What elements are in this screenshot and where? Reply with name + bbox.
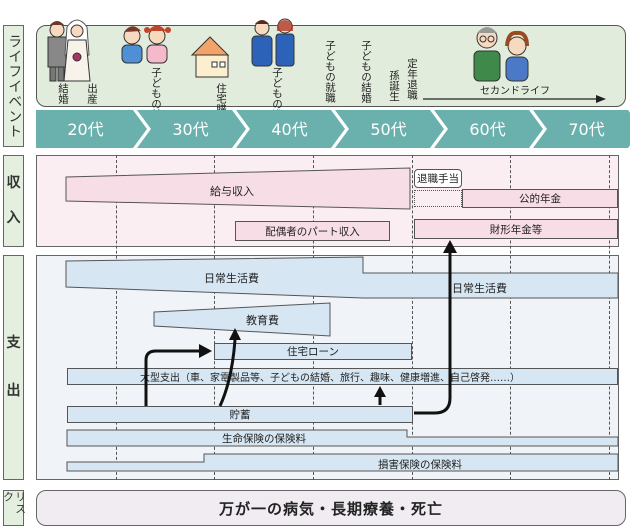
nonlife-insurance-label: 損害保険の保険料: [378, 459, 462, 471]
decade-divider: [609, 155, 610, 480]
event-child-advance: 子どもの進学: [255, 67, 283, 130]
life-event-illustrations: [47, 18, 529, 82]
row-label-risk-text: リスク: [1, 491, 27, 515]
age-band-strip: 20代 30代 40代 50代 60代 70代: [36, 110, 630, 148]
event-second-life: セカンドライフ: [480, 86, 550, 97]
age-band-label: 50代: [370, 120, 406, 139]
age-band-label: 70代: [568, 120, 604, 139]
life-insurance-bar: [66, 429, 619, 447]
education-expense-label: 教育費: [246, 314, 279, 327]
age-band-chevron: [36, 110, 147, 148]
row-label-life-events-text: ライフイベント: [6, 33, 23, 139]
students-illustration: [251, 18, 295, 67]
retirement-allowance-dotted-box: [414, 190, 462, 207]
public-pension-bar: 公的年金: [462, 189, 618, 208]
decade-divider: [412, 155, 413, 480]
age-band-label: 30代: [172, 120, 208, 139]
row-label-income-char-2: 入: [6, 210, 21, 226]
row-label-risk: リスク: [1, 490, 27, 526]
event-child-marriage: 子どもの結婚: [360, 40, 372, 103]
row-label-expense-char-1: 支: [6, 335, 21, 352]
event-child-school: 子どもの就学: [134, 67, 162, 130]
row-label-expense: 支 出: [3, 255, 24, 480]
age-band-chevron: [533, 110, 630, 148]
age-band-label: 40代: [271, 120, 307, 139]
row-label-life-events: ライフイベント: [3, 25, 24, 147]
event-childbirth: 出産: [86, 83, 98, 104]
education-expense-bar: [153, 302, 331, 337]
housing-loan-bar: 住宅ローン: [214, 343, 412, 360]
row-label-income-char-1: 収: [6, 174, 21, 191]
savings-bar: 貯蓄: [67, 406, 413, 423]
schoolchildren-illustration: [121, 25, 171, 64]
event-child-employment: 子どもの就職: [324, 40, 336, 103]
event-retirement: 定年退職: [406, 58, 418, 100]
risk-banner: 万が一の病気・長期療養・死亡: [36, 490, 626, 526]
decade-divider: [116, 155, 117, 480]
age-band-chevron: [137, 110, 246, 148]
nonlife-insurance-bar: [66, 453, 619, 472]
house-illustration: [190, 36, 230, 78]
row-label-expense-char-2: 出: [6, 382, 21, 399]
spouse-parttime-income-bar: 配偶者のパート収入: [235, 221, 390, 241]
elderly-couple-illustration: [473, 27, 529, 82]
living-expense-label-before: 日常生活費: [204, 272, 259, 285]
age-band-label: 20代: [67, 120, 103, 139]
groom-illustration: [47, 21, 67, 82]
living-expense-label-after: 日常生活費: [452, 282, 507, 295]
event-home-purchase: 住宅購入: [199, 83, 227, 125]
event-marriage: 結婚: [57, 83, 69, 104]
salary-income-label: 給与収入: [210, 185, 254, 198]
event-grandchild-birth: 孫誕生: [388, 70, 400, 102]
salary-income-bar: [65, 167, 411, 210]
age-band-chevron: [434, 110, 543, 148]
age-band-chevron: [335, 110, 444, 148]
age-band-chevron: [236, 110, 345, 148]
age-band-label: 60代: [469, 120, 505, 139]
life-insurance-label: 生命保険の保険料: [222, 433, 306, 445]
bride-illustration: [63, 19, 91, 82]
row-label-income: 収 入: [3, 155, 24, 247]
living-expense-bar: [65, 256, 619, 299]
major-expense-bar: 大型支出（車、家電製品等、子どもの結婚、旅行、趣味、健康増進、自己啓発……）: [67, 368, 618, 385]
decade-divider: [510, 155, 511, 480]
second-life-arrow: [423, 95, 606, 103]
asset-pension-bar: 財形年金等: [414, 219, 618, 239]
retirement-allowance-badge: 退職手当: [414, 169, 462, 188]
